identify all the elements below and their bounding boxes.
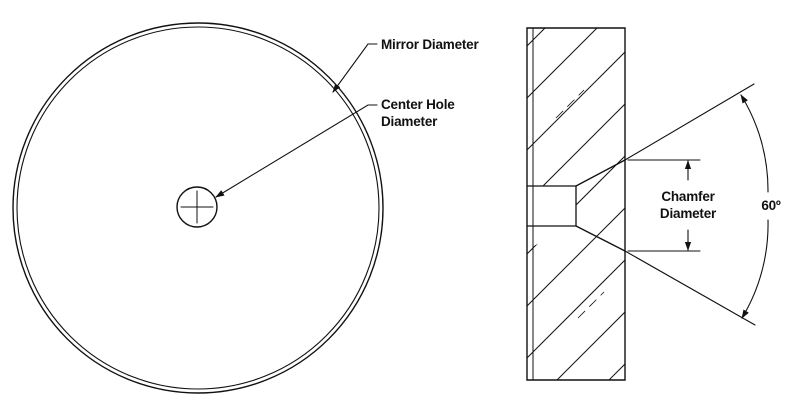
chamfer-lower [575, 225, 626, 252]
chamfer-label-line1: Chamfer [661, 189, 715, 204]
section-hatching [527, 28, 625, 380]
mirror-diameter-label: Mirror Diameter [381, 37, 479, 52]
angle-label: 60º [761, 198, 781, 213]
front-view: Mirror Diameter Center Hole Diameter [12, 22, 480, 394]
chamfer-label-line2: Diameter [660, 206, 717, 221]
mirror-section-outline [526, 27, 626, 381]
angle-arc-upper [740, 94, 769, 193]
section-view: Chamfer Diameter 60º [526, 27, 781, 381]
chamfer-upper [575, 159, 626, 187]
center-hole-label-line1: Center Hole [381, 97, 455, 112]
mirror-bevel-edge [16, 26, 380, 390]
center-hole [176, 186, 218, 228]
center-hole-label-line2: Diameter [381, 114, 438, 129]
center-hole-leader [215, 104, 378, 198]
mirror-diameter-leader [332, 43, 378, 93]
angle-arc-lower [741, 219, 769, 319]
angle-extension-lower [624, 250, 756, 326]
mirror-outer-edge [12, 22, 384, 394]
center-bore-outline [526, 185, 577, 227]
angle-extension-upper [624, 83, 755, 161]
